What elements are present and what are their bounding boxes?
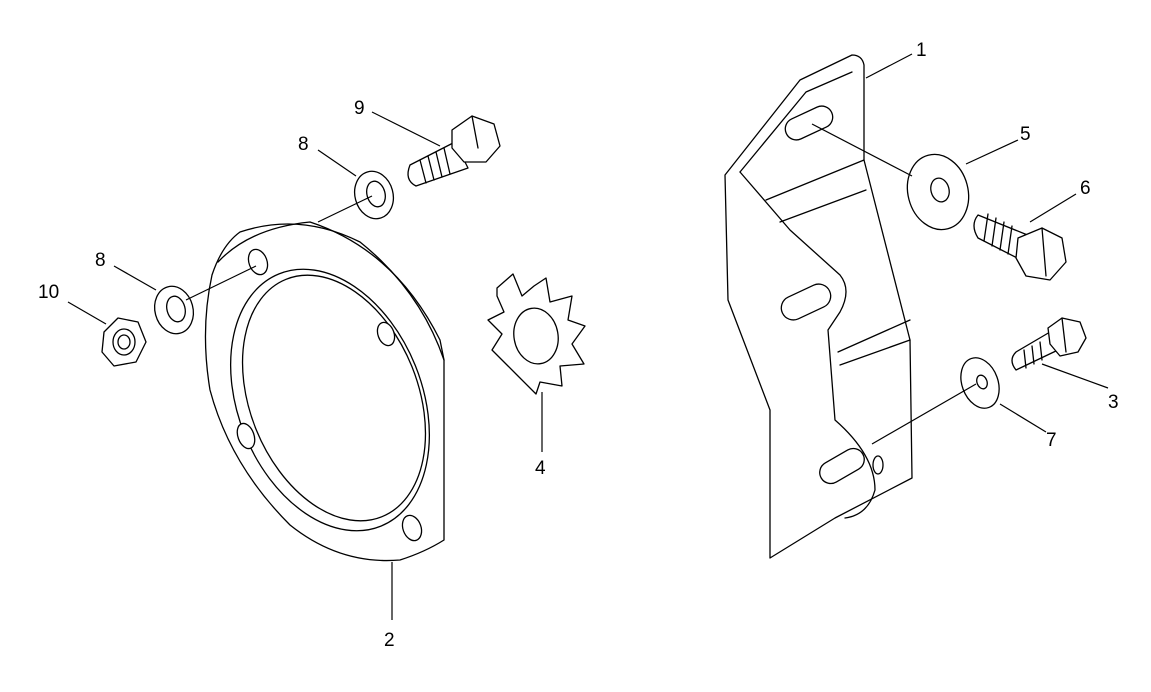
assembly-line-upper-washer (317, 195, 373, 223)
callout-leaders (67, 53, 1109, 620)
callout-5: 5 (1020, 124, 1031, 145)
mounting-bracket (724, 54, 913, 559)
callout-8-lower: 8 (95, 250, 106, 271)
leader-9 (371, 111, 441, 147)
assembly-line-washer-5 (811, 123, 913, 177)
flange-plate (204, 221, 445, 562)
lock-washer-star (487, 273, 586, 395)
leader-8-lower (113, 265, 157, 291)
assembly-line-lower-washer (185, 265, 257, 301)
callout-10: 10 (38, 282, 59, 303)
callout-1: 1 (916, 40, 927, 61)
callout-3: 3 (1108, 392, 1119, 413)
leader-5 (965, 139, 1019, 165)
assembly-lines (185, 123, 977, 445)
leader-8-upper (317, 149, 357, 177)
callout-7: 7 (1046, 430, 1057, 451)
hex-nut (101, 317, 147, 367)
leader-3 (1041, 363, 1109, 389)
flat-washer-7 (960, 357, 1000, 409)
leader-7 (999, 403, 1047, 433)
flat-washer-5 (906, 153, 970, 231)
washer-upper (353, 170, 395, 220)
callout-6: 6 (1080, 178, 1091, 199)
callout-9: 9 (354, 98, 365, 119)
callout-8-upper: 8 (298, 134, 309, 155)
assembly-line-washer-7 (871, 383, 977, 445)
washer-lower (153, 285, 195, 335)
bolt-3 (1011, 317, 1087, 371)
bolt-6 (973, 213, 1067, 281)
callout-4: 4 (535, 458, 546, 479)
bolt-9 (407, 115, 501, 187)
leader-1 (865, 53, 913, 79)
leader-6 (1029, 193, 1077, 223)
leader-10 (67, 301, 107, 325)
callout-2: 2 (384, 630, 395, 651)
callout-labels: 1 2 3 4 5 6 7 8 8 9 10 (38, 40, 1119, 651)
